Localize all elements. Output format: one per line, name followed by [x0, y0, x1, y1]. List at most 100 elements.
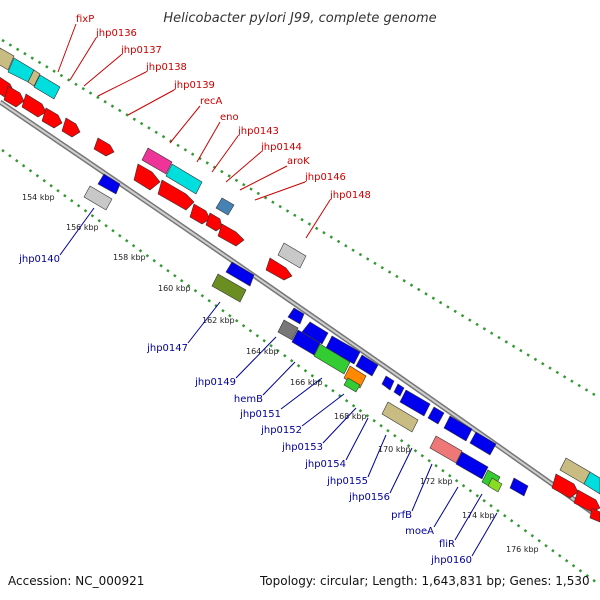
gene-feature[interactable]	[301, 321, 329, 345]
gene-label[interactable]: jhp0136	[95, 28, 137, 39]
gene-leader	[57, 23, 77, 73]
gene-feature[interactable]	[215, 197, 235, 216]
gene-feature[interactable]	[381, 401, 419, 433]
gene-feature[interactable]	[343, 365, 367, 389]
gene-feature[interactable]	[393, 383, 405, 397]
gene-label[interactable]: jhp0153	[281, 442, 323, 453]
gene-label[interactable]: recA	[200, 96, 223, 107]
gene-label[interactable]: hemB	[234, 394, 263, 405]
gene-feature[interactable]	[443, 415, 473, 442]
gene-leader	[305, 199, 331, 239]
gene-label[interactable]: jhp0156	[348, 492, 390, 503]
scale-label: 156 kbp	[66, 223, 99, 232]
gene-leader	[127, 89, 175, 116]
gene-feature[interactable]	[487, 477, 503, 493]
gene-feature[interactable]	[41, 107, 63, 129]
gene-label[interactable]: jhp0152	[260, 425, 302, 436]
gene-feature[interactable]	[211, 273, 247, 303]
gene-leader	[322, 407, 357, 444]
scale-label: 174 kbp	[462, 511, 495, 520]
gene-label[interactable]: jhp0143	[237, 126, 279, 137]
gene-feature[interactable]	[455, 451, 489, 480]
gene-leader	[59, 207, 95, 256]
gene-leader	[471, 512, 498, 557]
gene-feature[interactable]	[93, 137, 115, 157]
gene-leader	[225, 151, 262, 183]
gene-feature[interactable]	[355, 354, 379, 377]
genome-backbone	[0, 99, 600, 521]
gene-feature[interactable]	[83, 185, 113, 211]
gene-feature[interactable]	[205, 212, 223, 232]
gene-leader	[97, 71, 147, 97]
gene-feature[interactable]	[189, 203, 211, 225]
gene-feature[interactable]	[3, 85, 25, 108]
gene-label[interactable]: fliR	[439, 539, 455, 550]
scale-label: 158 kbp	[113, 253, 146, 262]
scale-label: 172 kbp	[420, 477, 453, 486]
gene-feature[interactable]	[427, 406, 445, 425]
gene-leader	[454, 493, 483, 541]
gene-label[interactable]: jhp0155	[326, 476, 368, 487]
gene-feature[interactable]	[325, 335, 361, 365]
gene-feature[interactable]	[33, 74, 61, 100]
gene-feature[interactable]	[0, 47, 15, 71]
gene-feature[interactable]	[313, 343, 351, 375]
gene-feature[interactable]	[583, 471, 600, 495]
gene-feature[interactable]	[133, 163, 161, 191]
gene-feature[interactable]	[165, 163, 203, 195]
gene-label[interactable]: jhp0149	[194, 377, 236, 388]
gene-leader	[211, 135, 239, 173]
gene-feature[interactable]	[573, 489, 600, 513]
scale-label: 176 kbp	[506, 545, 539, 554]
gene-feature[interactable]	[287, 307, 305, 325]
gene-label[interactable]: jhp0138	[145, 62, 187, 73]
gene-label[interactable]: jhp0144	[260, 142, 302, 153]
gene-feature[interactable]	[381, 375, 395, 391]
gene-feature[interactable]	[141, 147, 173, 175]
gene-label[interactable]: fixP	[76, 14, 94, 25]
scale-label: 162 kbp	[202, 316, 235, 325]
gene-label[interactable]: jhp0140	[18, 254, 60, 265]
gene-label[interactable]: jhp0147	[146, 343, 188, 354]
gene-leader	[411, 463, 433, 512]
gene-leader	[187, 301, 221, 344]
gene-label[interactable]: aroK	[287, 156, 310, 167]
gene-label[interactable]: jhp0154	[304, 459, 346, 470]
gene-label[interactable]: eno	[220, 112, 239, 123]
gene-features	[0, 47, 600, 523]
gene-label[interactable]: jhp0139	[173, 80, 215, 91]
gene-feature[interactable]	[343, 377, 361, 393]
gene-label[interactable]: jhp0160	[430, 555, 472, 566]
gene-feature[interactable]	[277, 242, 307, 269]
gene-leader	[345, 417, 369, 461]
forward-gene-labels: fixP jhp0136 jhp0137 jhp0138 jhp0139 rec…	[57, 14, 371, 239]
gene-feature[interactable]	[589, 507, 600, 523]
gene-feature[interactable]	[429, 435, 463, 464]
gene-label[interactable]: moeA	[405, 526, 434, 537]
gene-feature[interactable]	[27, 69, 41, 87]
gene-leader	[69, 37, 97, 81]
scale-label: 166 kbp	[290, 378, 323, 387]
gene-leader	[389, 447, 413, 494]
gene-feature[interactable]	[61, 117, 81, 138]
gene-label[interactable]: jhp0151	[239, 409, 281, 420]
scale-label: 160 kbp	[158, 284, 191, 293]
gene-feature[interactable]	[157, 179, 195, 211]
gene-feature[interactable]	[277, 319, 299, 341]
gene-label[interactable]: jhp0148	[329, 190, 371, 201]
gene-feature[interactable]	[399, 389, 431, 417]
gene-feature[interactable]	[97, 173, 121, 195]
gene-feature[interactable]	[291, 329, 321, 356]
gene-label[interactable]: jhp0146	[304, 172, 346, 183]
gene-feature[interactable]	[217, 223, 245, 247]
gene-feature[interactable]	[225, 261, 255, 287]
gene-feature[interactable]	[551, 473, 579, 499]
gene-label[interactable]: jhp0137	[120, 45, 162, 56]
gene-feature[interactable]	[469, 431, 497, 456]
gene-feature[interactable]	[509, 477, 529, 497]
gene-feature[interactable]	[265, 257, 293, 281]
scale-label: 154 kbp	[22, 193, 55, 202]
gene-feature[interactable]	[21, 93, 47, 118]
gene-label[interactable]: prfB	[391, 510, 412, 521]
